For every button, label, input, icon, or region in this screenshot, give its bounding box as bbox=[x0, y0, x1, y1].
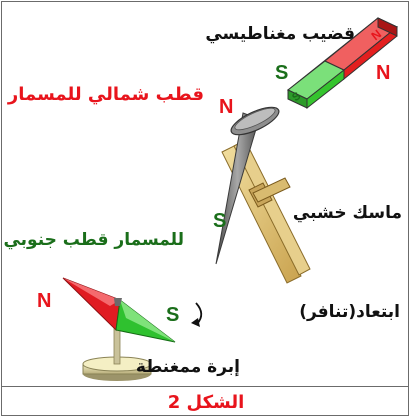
magnet-south-letter: S bbox=[275, 62, 289, 84]
magnet-north-letter: N bbox=[376, 62, 391, 84]
caption-divider bbox=[1, 386, 409, 387]
nail-north-letter: N bbox=[219, 96, 234, 118]
repulsion-arrow-icon bbox=[191, 302, 203, 327]
nail-south-pole-label: للمسمار قطب جنوبي bbox=[3, 230, 184, 250]
wooden-holder-label: ماسك خشبي bbox=[292, 203, 402, 223]
magnetic-needle bbox=[62, 277, 176, 381]
bar-magnet-label: قضيب مغناطيسي bbox=[205, 24, 355, 44]
needle-south-letter: S bbox=[166, 304, 180, 326]
bar-magnet bbox=[287, 17, 398, 110]
magnetized-needle-label: إبرة ممغنطة bbox=[135, 357, 240, 377]
iron-nail bbox=[215, 106, 280, 265]
needle-north-letter: N bbox=[37, 290, 52, 312]
repulsion-label: ابتعاد(تنافر) bbox=[299, 302, 400, 322]
wooden-holder bbox=[221, 139, 311, 284]
nail-south-letter: S bbox=[213, 210, 227, 232]
figure-caption: الشكل 2 bbox=[167, 392, 245, 413]
nail-north-pole-label: قطب شمالي للمسمار bbox=[7, 84, 204, 105]
